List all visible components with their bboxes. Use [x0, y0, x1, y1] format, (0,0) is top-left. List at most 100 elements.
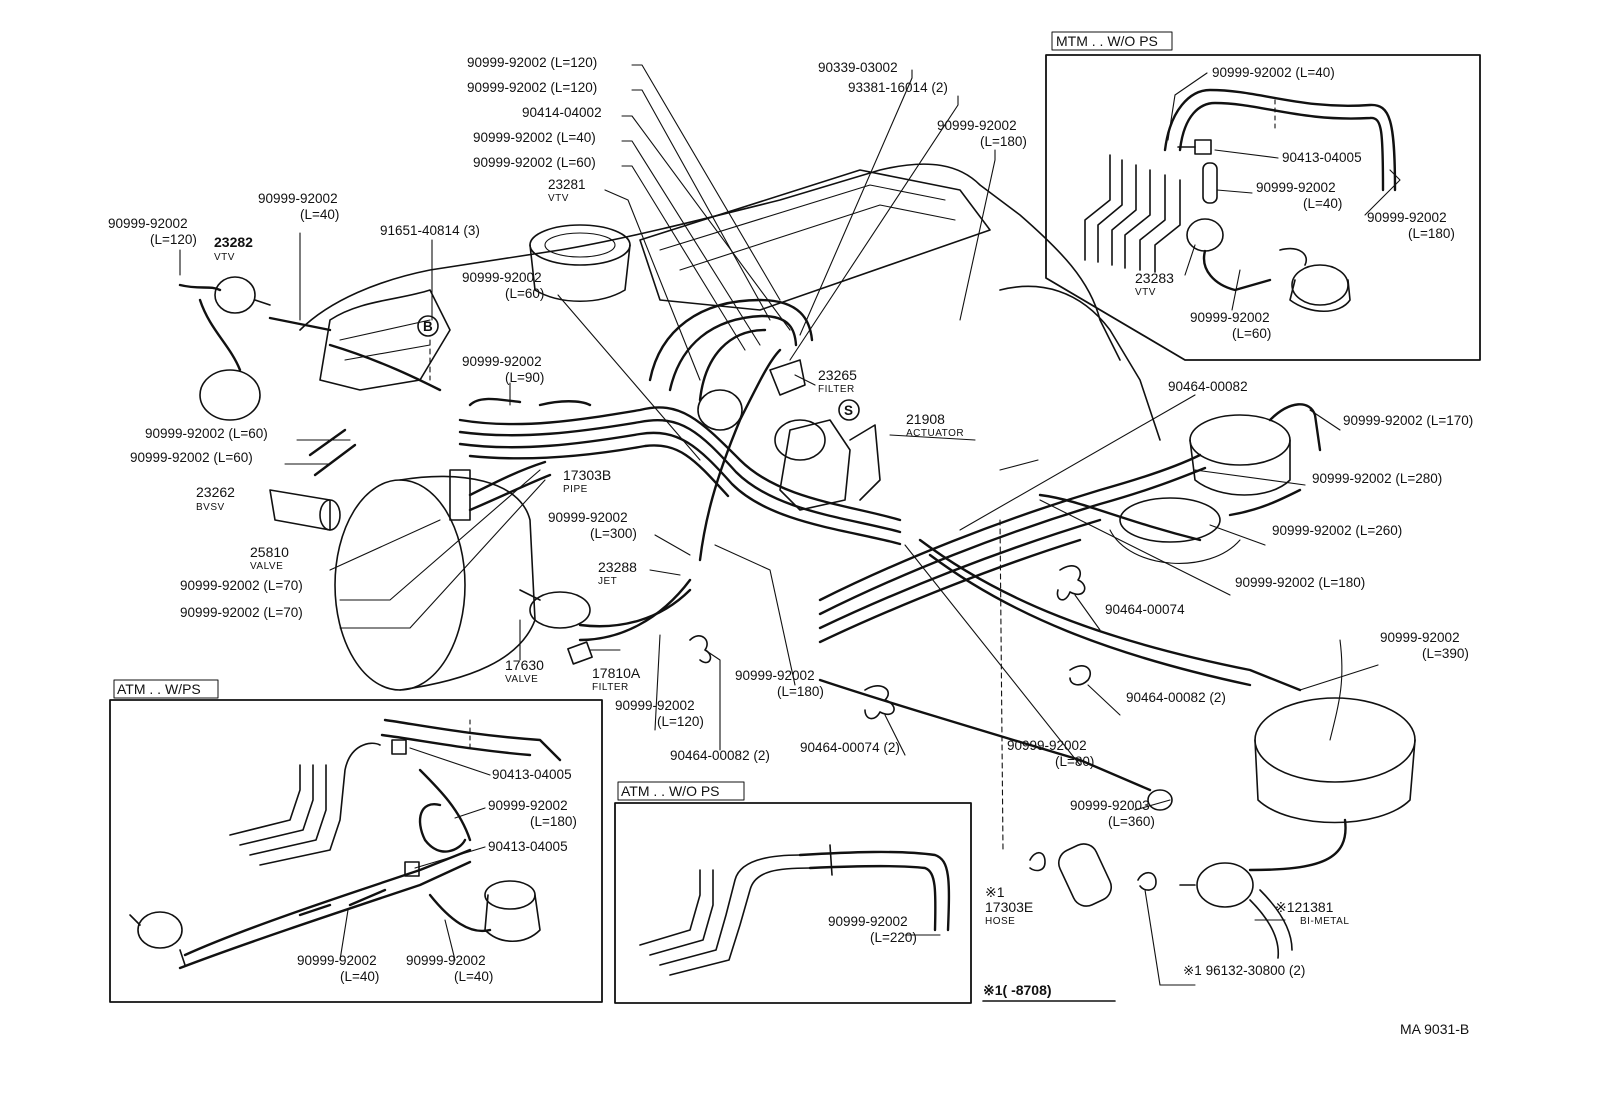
part-label: 90999-92002	[258, 191, 338, 206]
part-sub: PIPE	[563, 484, 588, 495]
svg-text:B: B	[423, 319, 433, 334]
part-sub: (L=360)	[1108, 814, 1155, 829]
part-sub: (L=120)	[150, 232, 197, 247]
part-sub: (L=80)	[1055, 754, 1094, 769]
part-label: 90999-92002 (L=60)	[130, 450, 253, 465]
part-label: 90999-92002	[1367, 210, 1447, 225]
part-label: 90999-92002 (L=60)	[473, 155, 596, 170]
leader-lines	[179, 64, 1379, 986]
part-sub: JET	[598, 576, 617, 587]
part-sub: (L=60)	[505, 286, 544, 301]
callout-s: S	[838, 399, 860, 421]
part-label: 90999-92002	[828, 914, 908, 929]
callout-b: B	[417, 315, 439, 337]
part-label: 90339-03002	[818, 60, 898, 75]
inset-title: ATM . . W/PS	[117, 681, 201, 697]
main-labels: 90999-92002 (L=120) 90999-92002 (L=120) …	[108, 55, 1473, 978]
part-label: 90413-04005	[492, 767, 572, 782]
part-sub: (L=40)	[300, 207, 339, 222]
part-sub: VALVE	[250, 561, 283, 572]
part-label: 90999-92002	[548, 510, 628, 525]
part-label: 90414-04002	[522, 105, 602, 120]
part-label: ※1 96132-30800 (2)	[1183, 963, 1305, 978]
part-sub: VTV	[1135, 287, 1156, 298]
part-label: 90999-92002	[462, 354, 542, 369]
part-sub: (L=180)	[530, 814, 577, 829]
part-label: 17630	[505, 657, 544, 673]
part-sub: VALVE	[505, 674, 538, 685]
part-label: 91651-40814 (3)	[380, 223, 480, 238]
part-label: 90999-92002	[1190, 310, 1270, 325]
part-sub: ACTUATOR	[906, 428, 964, 439]
inset-atm-w-ps: ATM . . W/PS 90413-04005 90999-9	[109, 679, 603, 1003]
part-label: 90999-92002	[615, 698, 695, 713]
part-label: 90413-04005	[488, 839, 568, 854]
part-label: 90999-92002 (L=260)	[1272, 523, 1402, 538]
part-label: 90464-00082 (2)	[670, 748, 770, 763]
figure-code: MA 9031-B	[1400, 1021, 1469, 1037]
part-label: 23262	[196, 484, 235, 500]
part-label: 90999-92002	[406, 953, 486, 968]
part-label: 17810A	[592, 665, 641, 681]
part-label: 90413-04005	[1282, 150, 1362, 165]
part-label: 17303B	[563, 467, 611, 483]
part-sub: (L=300)	[590, 526, 637, 541]
part-sub: (L=40)	[454, 969, 493, 984]
part-label: 90999-92002	[108, 216, 188, 231]
footnote-text: ※1( -8708)	[983, 982, 1052, 998]
part-sub: VTV	[548, 193, 569, 204]
part-label: 90999-92002 (L=70)	[180, 578, 303, 593]
part-sub: HOSE	[985, 916, 1015, 927]
svg-text:S: S	[844, 403, 853, 418]
part-sub: FILTER	[592, 682, 629, 693]
part-label: 90999-92002 (L=40)	[1212, 65, 1335, 80]
inset-atm-wo-ps: ATM . . W/O PS 90999-92002 (L=220)	[614, 781, 972, 1004]
footnote: ※1( -8708)	[982, 982, 1116, 1002]
part-label: 90999-92002 (L=280)	[1312, 471, 1442, 486]
part-label: 90999-92002	[937, 118, 1017, 133]
part-label: 93381-16014 (2)	[848, 80, 948, 95]
part-sub: (L=40)	[340, 969, 379, 984]
engine-drawing	[178, 163, 1416, 959]
part-label: 25810	[250, 544, 289, 560]
part-label: 23288	[598, 559, 637, 575]
part-label: 90464-00082 (2)	[1126, 690, 1226, 705]
part-label: 90999-92002 (L=60)	[145, 426, 268, 441]
part-sub: FILTER	[818, 384, 855, 395]
part-label: 21908	[906, 411, 945, 427]
part-sub: (L=120)	[657, 714, 704, 729]
part-sub: (L=180)	[980, 134, 1027, 149]
part-sub: 17303E	[985, 899, 1033, 915]
part-label: 23281	[548, 177, 586, 192]
part-label: 90464-00074	[1105, 602, 1185, 617]
part-label: 90464-00074 (2)	[800, 740, 900, 755]
part-label: 90999-92002 (L=40)	[473, 130, 596, 145]
part-sub: (L=180)	[777, 684, 824, 699]
part-label: 90999-92002 (L=70)	[180, 605, 303, 620]
part-label: 90999-92002 (L=180)	[1235, 575, 1365, 590]
part-sub: VTV	[214, 252, 235, 263]
part-label: ※121381	[1275, 899, 1334, 915]
part-label: 90999-92002	[735, 668, 815, 683]
part-label: 90999-92002	[1380, 630, 1460, 645]
part-label: 90999-92002 (L=120)	[467, 55, 597, 70]
inset-title: MTM . . W/O PS	[1056, 33, 1158, 49]
part-sub: (L=60)	[1232, 326, 1271, 341]
inset-title: ATM . . W/O PS	[621, 783, 720, 799]
part-sub: (L=90)	[505, 370, 544, 385]
part-label: 90999-92003	[1070, 798, 1150, 813]
part-sub: (L=180)	[1408, 226, 1455, 241]
part-label: 90999-92002	[1007, 738, 1087, 753]
part-label: 90999-92002 (L=120)	[467, 80, 597, 95]
part-label: 90464-00082	[1168, 379, 1248, 394]
part-label: 23265	[818, 367, 857, 383]
part-sub: (L=390)	[1422, 646, 1469, 661]
part-sub: (L=40)	[1303, 196, 1342, 211]
part-sub: BI-METAL	[1300, 916, 1349, 927]
part-label: ※1	[985, 884, 1005, 900]
part-label: 90999-92002	[488, 798, 568, 813]
inset-mtm-wo-ps: MTM . . W/O PS 90999-92002 (L=40) 904	[1045, 31, 1481, 361]
part-label: 90999-92002	[297, 953, 377, 968]
part-sub: (L=220)	[870, 930, 917, 945]
